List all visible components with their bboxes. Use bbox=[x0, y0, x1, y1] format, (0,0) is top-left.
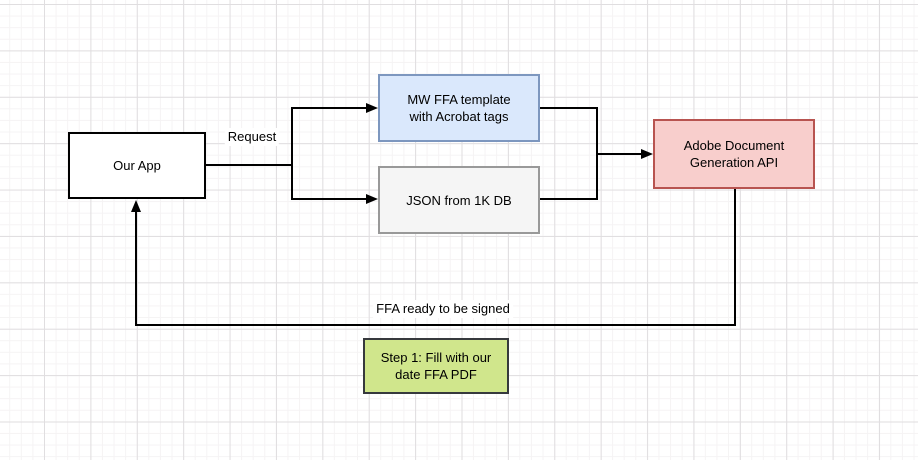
node-step1-note-label: Step 1: Fill with our date FFA PDF bbox=[380, 350, 492, 382]
node-adobe-document-generation-api-label: Adobe Document Generation API bbox=[683, 138, 785, 170]
node-json-from-1k-db[interactable]: JSON from 1K DB bbox=[378, 166, 540, 234]
arrowhead-to-json bbox=[366, 194, 378, 204]
edge-to-api-segment[interactable] bbox=[598, 153, 642, 155]
edge-json-out-segment[interactable] bbox=[540, 198, 598, 200]
edge-label-request[interactable]: Request bbox=[224, 128, 280, 146]
node-our-app[interactable]: Our App bbox=[68, 132, 206, 199]
edge-feedback-segment-h[interactable] bbox=[135, 324, 736, 326]
edge-label-ffa-ready[interactable]: FFA ready to be signed bbox=[373, 300, 513, 318]
edge-feedback-segment-down[interactable] bbox=[734, 189, 736, 326]
node-mw-ffa-template-label: MW FFA template with Acrobat tags bbox=[407, 92, 511, 124]
edge-to-template-segment[interactable] bbox=[291, 107, 367, 109]
edge-request-segment-h[interactable] bbox=[206, 164, 292, 166]
arrowhead-to-our-app bbox=[131, 200, 141, 212]
edge-merge-segment-v[interactable] bbox=[596, 107, 598, 200]
arrowhead-to-api bbox=[641, 149, 653, 159]
edge-feedback-segment-up[interactable] bbox=[135, 211, 137, 325]
edge-to-json-segment[interactable] bbox=[291, 198, 367, 200]
node-adobe-document-generation-api[interactable]: Adobe Document Generation API bbox=[653, 119, 815, 189]
node-mw-ffa-template[interactable]: MW FFA template with Acrobat tags bbox=[378, 74, 540, 142]
node-json-from-1k-db-label: JSON from 1K DB bbox=[406, 192, 512, 208]
edge-template-out-segment[interactable] bbox=[540, 107, 598, 109]
node-our-app-label: Our App bbox=[113, 158, 161, 173]
arrowhead-to-template bbox=[366, 103, 378, 113]
edge-fork-segment-v[interactable] bbox=[291, 107, 293, 200]
node-step1-note[interactable]: Step 1: Fill with our date FFA PDF bbox=[363, 338, 509, 394]
